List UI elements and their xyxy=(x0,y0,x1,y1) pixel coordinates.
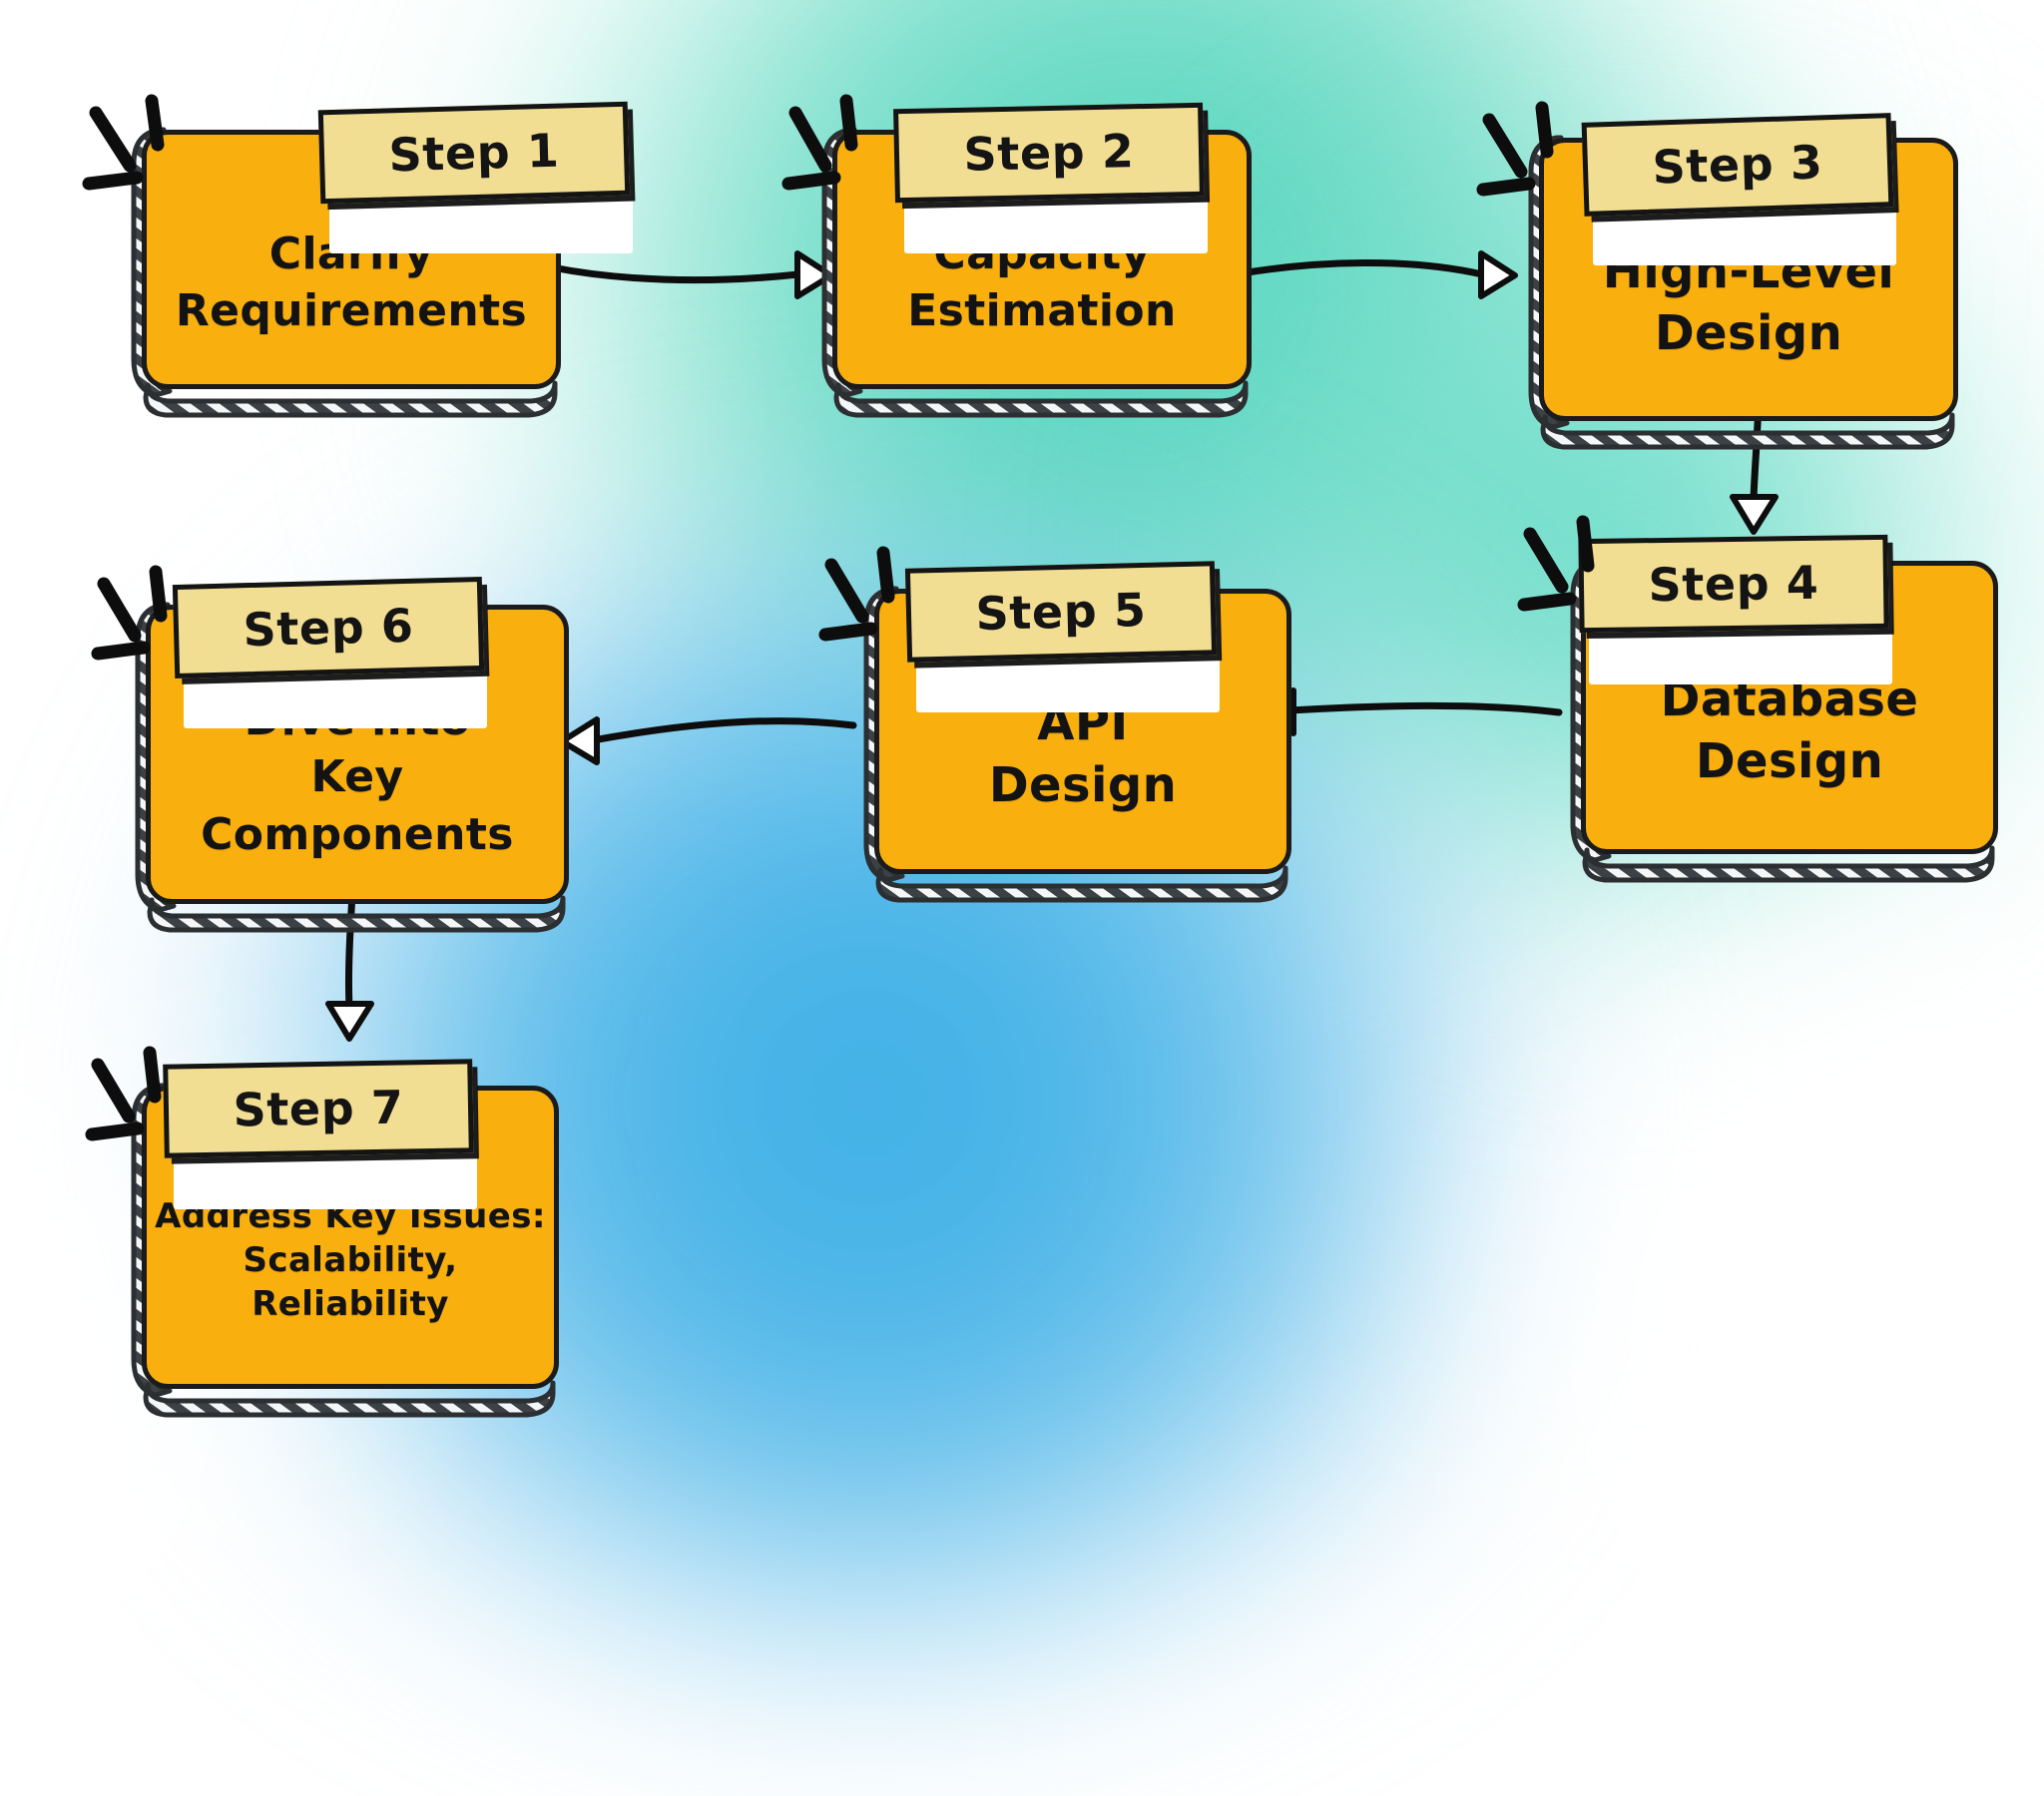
flow-node-step3[interactable]: High-Level Design Step 3 xyxy=(1525,104,1978,450)
step3-step-label: Step 3 xyxy=(1651,135,1824,195)
step6-step-tab[interactable]: Step 6 xyxy=(172,576,485,679)
step2-body-text: Capacity Estimation xyxy=(907,227,1177,336)
flow-node-step1[interactable]: Clarify Requirements Step 1 xyxy=(128,96,633,418)
step4-step-label: Step 4 xyxy=(1648,555,1819,613)
step2-step-label: Step 2 xyxy=(963,124,1135,182)
step7-card[interactable]: Address Key Issues: Scalability, Reliabi… xyxy=(142,1086,559,1389)
step5-step-tab[interactable]: Step 5 xyxy=(904,561,1218,663)
step1-step-label: Step 1 xyxy=(387,123,561,183)
flow-node-step5[interactable]: API Design Step 5 xyxy=(860,555,1311,903)
flow-node-step6[interactable]: Dive into Key Components Step 6 xyxy=(132,571,589,933)
step4-step-tab[interactable]: Step 4 xyxy=(1578,534,1889,634)
flow-node-step7[interactable]: Address Key Issues: Scalability, Reliabi… xyxy=(128,1052,579,1418)
step7-step-tab[interactable]: Step 7 xyxy=(163,1059,474,1158)
step5-step-label: Step 5 xyxy=(974,582,1148,642)
step1-step-tab[interactable]: Step 1 xyxy=(317,101,631,205)
step1-body-text: Clarify Requirements xyxy=(175,227,528,336)
step6-step-label: Step 6 xyxy=(242,598,415,658)
step3-step-tab[interactable]: Step 3 xyxy=(1581,113,1894,217)
flow-node-step4[interactable]: Database Design Step 4 xyxy=(1567,527,2018,883)
step7-step-label: Step 7 xyxy=(233,1080,404,1137)
flow-node-step2[interactable]: Capacity Estimation Step 2 xyxy=(818,96,1272,418)
step2-step-tab[interactable]: Step 2 xyxy=(893,102,1205,204)
